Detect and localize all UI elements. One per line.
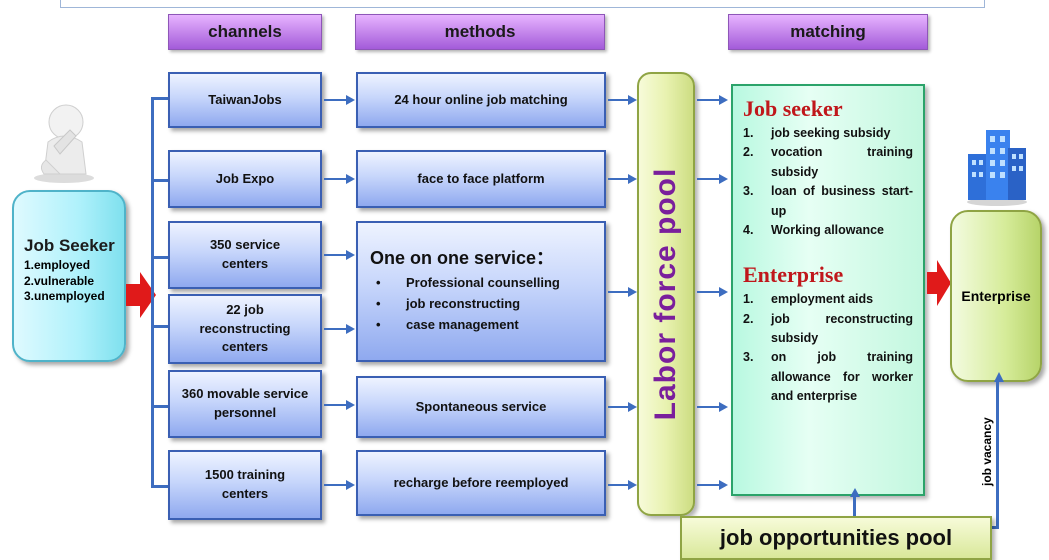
- job-seeker-benefit: 4.Working allowance: [743, 222, 884, 237]
- matching-box: Job seeker 1.job seeking subsidy 2.vocat…: [731, 84, 925, 496]
- arrow-head: [346, 95, 355, 105]
- job-seeker-title: Job Seeker: [24, 236, 115, 255]
- connector-line: [608, 484, 630, 486]
- connector-line: [697, 99, 721, 101]
- connector-line: [151, 97, 168, 100]
- channel-box: 360 movable service personnel: [168, 370, 322, 438]
- connector-line: [151, 179, 168, 182]
- labor-force-pool-label: Labor force pool: [649, 167, 682, 421]
- connector-line: [697, 484, 721, 486]
- arrow-head: [628, 402, 637, 412]
- enterprise-benefit: 3.on job training allowance for worker a…: [743, 350, 913, 404]
- method-box: One on one service： Professional counsel…: [356, 221, 606, 362]
- arrow-head: [994, 372, 1004, 382]
- job-opportunities-pool-label: job opportunities pool: [719, 525, 953, 550]
- arrow-head: [346, 324, 355, 334]
- connector-line: [324, 178, 348, 180]
- arrow-head: [719, 174, 728, 184]
- method-box: face to face platform: [356, 150, 606, 208]
- job-seeker-benefit: 3.loan of business start-up: [743, 184, 913, 218]
- channel-box: 1500 training centers: [168, 450, 322, 520]
- connector-line: [324, 328, 348, 330]
- job-vacancy-line: [996, 382, 999, 528]
- one-on-one-title: One on one service：: [370, 248, 555, 268]
- arrow-head: [346, 400, 355, 410]
- office-building-icon: [967, 130, 1027, 206]
- enterprise-heading: Enterprise: [743, 262, 844, 288]
- job-seeker-heading: Job seeker: [743, 96, 843, 121]
- job-seeker-benefit: 1.job seeking subsidy: [743, 126, 891, 140]
- job-opportunities-pool: job opportunities pool: [680, 516, 992, 560]
- one-on-one-item: Professional counselling: [370, 273, 604, 294]
- one-on-one-item: job reconstructing: [370, 294, 604, 315]
- labor-force-pool: Labor force pool: [637, 72, 695, 516]
- arrow-head: [346, 250, 355, 260]
- top-rule: [60, 0, 985, 8]
- arrow-head: [628, 95, 637, 105]
- arrow-head: [719, 480, 728, 490]
- job-seeker-item: 2.vulnerable: [24, 273, 95, 288]
- red-arrow-icon: [126, 272, 156, 318]
- connector-line: [608, 99, 630, 101]
- connector-line: [608, 406, 630, 408]
- arrow-head: [719, 287, 728, 297]
- enterprise-label: Enterprise: [961, 288, 1031, 304]
- methods-header: methods: [355, 14, 605, 50]
- job-vacancy-label: job vacancy: [980, 417, 994, 486]
- enterprise-benefit: 2.job reconstructing subsidy: [743, 311, 913, 345]
- connector-line: [697, 291, 721, 293]
- channel-box: 350 service centers: [168, 221, 322, 289]
- connector-line: [151, 405, 168, 408]
- arrow-head: [850, 488, 860, 497]
- connector-line: [151, 485, 168, 488]
- matching-header: matching: [728, 14, 928, 50]
- method-box: 24 hour online job matching: [356, 72, 606, 128]
- connector-line: [151, 325, 168, 328]
- channel-box: Job Expo: [168, 150, 322, 208]
- connector-line: [697, 178, 721, 180]
- connector-line: [324, 99, 348, 101]
- channel-box: TaiwanJobs: [168, 72, 322, 128]
- arrow-head: [628, 174, 637, 184]
- arrow-head: [628, 480, 637, 490]
- job-vacancy-line: [990, 526, 999, 529]
- enterprise-box: Enterprise: [950, 210, 1042, 382]
- job-seeker-box: Job Seeker 1.employed 2.vulnerable 3.une…: [12, 190, 126, 362]
- arrow-head: [719, 402, 728, 412]
- arrow-head: [719, 95, 728, 105]
- connector-line: [853, 496, 856, 518]
- arrow-head: [346, 480, 355, 490]
- red-arrow-icon: [927, 260, 951, 306]
- channel-box: 22 job reconstructing centers: [168, 294, 322, 364]
- arrow-head: [628, 287, 637, 297]
- enterprise-benefit: 1.employment aids: [743, 292, 874, 307]
- connector-line: [324, 484, 348, 486]
- job-seeker-item: 3.unemployed: [24, 289, 105, 304]
- method-box: recharge before reemployed: [356, 450, 606, 516]
- job-seeker-benefit: 2.vocation training subsidy: [743, 145, 913, 179]
- connector-line: [697, 406, 721, 408]
- thinking-person-icon: [34, 104, 94, 183]
- one-on-one-item: case management: [370, 315, 604, 336]
- connector-line: [608, 291, 630, 293]
- connector-line: [151, 256, 168, 259]
- method-box: Spontaneous service: [356, 376, 606, 438]
- arrow-head: [346, 174, 355, 184]
- job-seeker-item: 1.employed: [24, 258, 91, 272]
- connector-line: [608, 178, 630, 180]
- connector-line: [324, 404, 348, 406]
- connector-line: [324, 254, 348, 256]
- channels-header: channels: [168, 14, 322, 50]
- channel-bus-line: [151, 97, 154, 487]
